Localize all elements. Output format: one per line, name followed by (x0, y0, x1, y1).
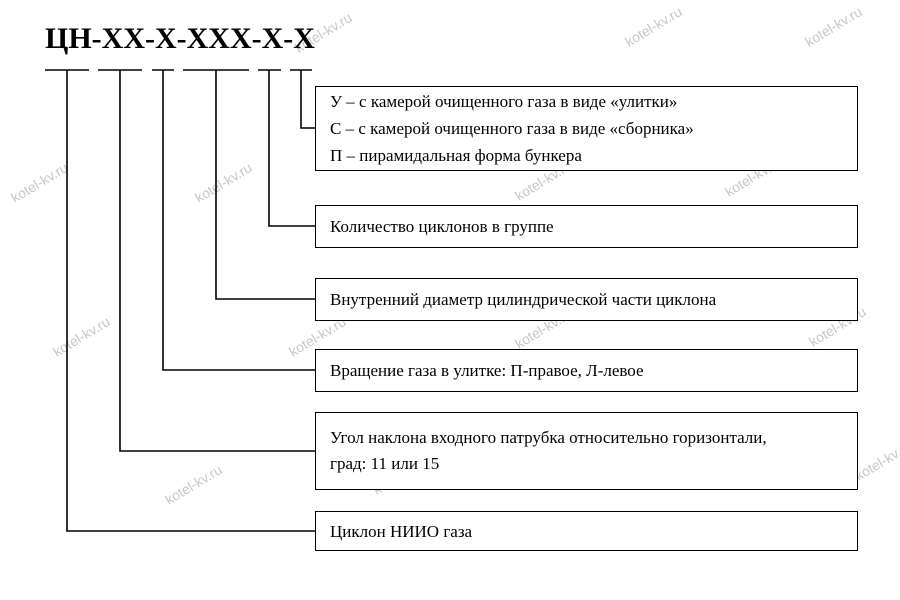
legend-box-cyclone-count: Количество циклонов в группе (315, 205, 858, 248)
legend-box-cyclone-type: Циклон НИИО газа (315, 511, 858, 551)
legend-box-inlet-angle: Угол наклона входного патрубка относител… (315, 412, 858, 490)
connector-line (66, 70, 315, 532)
legend-text: Количество циклонов в группе (330, 217, 554, 236)
connector-line (300, 70, 315, 129)
legend-box-chamber-type: У – с камерой очищенного газа в виде «ул… (315, 86, 858, 171)
legend-text: Циклон НИИО газа (330, 521, 473, 541)
legend-box-gas-rotation: Вращение газа в улитке: П-правое, Л-лево… (315, 349, 858, 392)
legend-line-p: П – пирамидальная форма бункера (330, 146, 582, 165)
legend-line-s: С – с камерой очищенного газа в виде «сб… (330, 119, 694, 138)
connector-line (119, 70, 315, 452)
legend-line-u: У – с камерой очищенного газа в виде «ул… (330, 92, 678, 111)
legend-box-inner-diameter: Внутренний диаметр цилиндрической части … (315, 278, 858, 321)
connector-line (268, 70, 315, 227)
legend-text: Вращение газа в улитке: П-правое, Л-лево… (330, 361, 644, 380)
connector-line (215, 70, 315, 300)
legend-text: Угол наклона входного патрубка относител… (330, 428, 767, 473)
connector-line (162, 70, 315, 371)
legend-text: Внутренний диаметр цилиндрической части … (330, 290, 717, 309)
designation-code: ЦН-ХХ-Х-ХХХ-Х-Х (45, 22, 315, 55)
